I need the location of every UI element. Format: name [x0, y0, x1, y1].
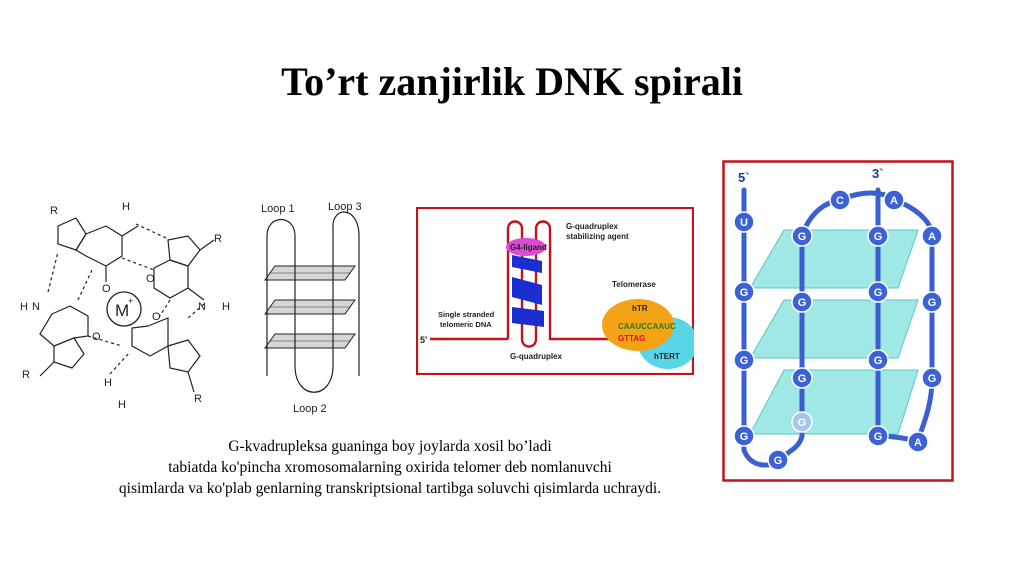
nucleotide: G	[867, 425, 889, 447]
nucleotide: U	[733, 211, 755, 233]
htert-label: hTERT	[654, 352, 680, 361]
loop-1-label: Loop 1	[261, 203, 295, 215]
atom-label: O	[146, 273, 155, 285]
telomerase-quadruplex-figure: G4-ligand G-quadruplex stabilizing agent…	[416, 207, 694, 375]
svg-text:G: G	[798, 417, 807, 429]
nucleotide-layer: U C A G G A G G G G G G G G G G G A G	[733, 189, 943, 471]
svg-text:G: G	[874, 431, 883, 443]
atom-label: R	[194, 393, 202, 405]
svg-text:A: A	[890, 195, 898, 207]
three-prime-end: 3`	[872, 166, 884, 181]
metal-ion-label: M	[115, 301, 129, 320]
nucleotide: G	[791, 367, 813, 389]
atom-label: N	[32, 301, 40, 313]
gquad-label: G-quadruplex	[510, 352, 563, 361]
nucleotide: A	[921, 225, 943, 247]
caption-line: tabiatda ko'pincha xromosomalarning oxir…	[168, 459, 612, 476]
nucleotide: G	[733, 281, 755, 303]
loop-2-label: Loop 2	[293, 403, 327, 415]
nucleotide: G	[733, 425, 755, 447]
svg-text:G: G	[740, 355, 749, 367]
caption-line: qisimlarda va ko'plab genlarning transkr…	[118, 480, 662, 497]
loop-3-label: Loop 3	[328, 201, 362, 213]
atom-label: H	[104, 377, 112, 389]
atom-label: O	[102, 283, 111, 295]
svg-text:C: C	[836, 195, 844, 207]
nucleotide: G	[791, 291, 813, 313]
htr-label: hTR	[632, 304, 648, 313]
five-prime-end: 5`	[738, 170, 750, 185]
nucleotide: C	[829, 189, 851, 211]
atom-label: N	[198, 301, 206, 313]
svg-text:A: A	[928, 231, 936, 243]
caption: G-kvadrupleksa guaninga boy joylarda xos…	[40, 436, 740, 499]
stabilizer-label-2: stabilizing agent	[566, 232, 629, 241]
nucleotide: A	[883, 189, 905, 211]
svg-text:G: G	[740, 287, 749, 299]
svg-text:G: G	[874, 287, 883, 299]
svg-text:G: G	[928, 297, 937, 309]
nucleotide: G	[921, 291, 943, 313]
atom-label: H	[20, 301, 28, 313]
atom-label: O	[92, 331, 101, 343]
svg-text:G: G	[798, 297, 807, 309]
atom-label: R	[50, 205, 58, 217]
svg-text:A: A	[914, 437, 922, 449]
atom-label: R	[214, 233, 222, 245]
quadruplex-loop-schematic: Loop 1 Loop 3 Loop 2	[261, 201, 362, 415]
repeat-sequence: GTTAG	[618, 334, 645, 343]
telomerase-label: Telomerase	[612, 280, 656, 289]
svg-text:G: G	[774, 455, 783, 467]
slide-title: To’rt zanjirlik DNK spirali	[281, 59, 743, 104]
stabilizer-label-1: G-quadruplex	[566, 222, 619, 231]
ligand-label: G4-ligand	[510, 243, 547, 252]
metal-ion-charge: +	[128, 296, 133, 306]
single-strand-label-2: telomeric DNA	[440, 320, 492, 329]
svg-text:G: G	[874, 231, 883, 243]
ribbon-quadruplex-figure: 5` 3` U C A G G A G G G G G G G G G G G A G	[722, 160, 954, 482]
nucleotide: G	[867, 281, 889, 303]
nucleotide: G	[733, 349, 755, 371]
svg-text:G: G	[798, 231, 807, 243]
five-prime-label: 5'	[420, 335, 427, 345]
caption-line: G-kvadrupleksa guaninga boy joylarda xos…	[228, 438, 552, 455]
svg-text:G: G	[740, 431, 749, 443]
svg-text:U: U	[740, 217, 748, 229]
metal-ion	[106, 291, 142, 327]
nucleotide: G	[791, 411, 813, 433]
svg-text:G: G	[798, 373, 807, 385]
nucleotide: G	[921, 367, 943, 389]
atom-label: H	[222, 301, 230, 313]
nucleotide: G	[791, 225, 813, 247]
atom-label: R	[22, 369, 30, 381]
atom-label: H	[118, 399, 126, 411]
nucleotide: G	[767, 449, 789, 471]
nucleotide: G	[867, 225, 889, 247]
svg-text:G: G	[928, 373, 937, 385]
template-sequence: CAAUCCAAUC	[618, 322, 676, 331]
atom-label: H	[122, 201, 130, 213]
nucleotide: G	[867, 349, 889, 371]
atom-label: O	[152, 311, 161, 323]
single-strand-label-1: Single stranded	[438, 310, 495, 319]
svg-text:G: G	[874, 355, 883, 367]
g-quartet-structure: M + R H R N H H N O O O R R H H O	[20, 201, 230, 411]
nucleotide: A	[907, 431, 929, 453]
